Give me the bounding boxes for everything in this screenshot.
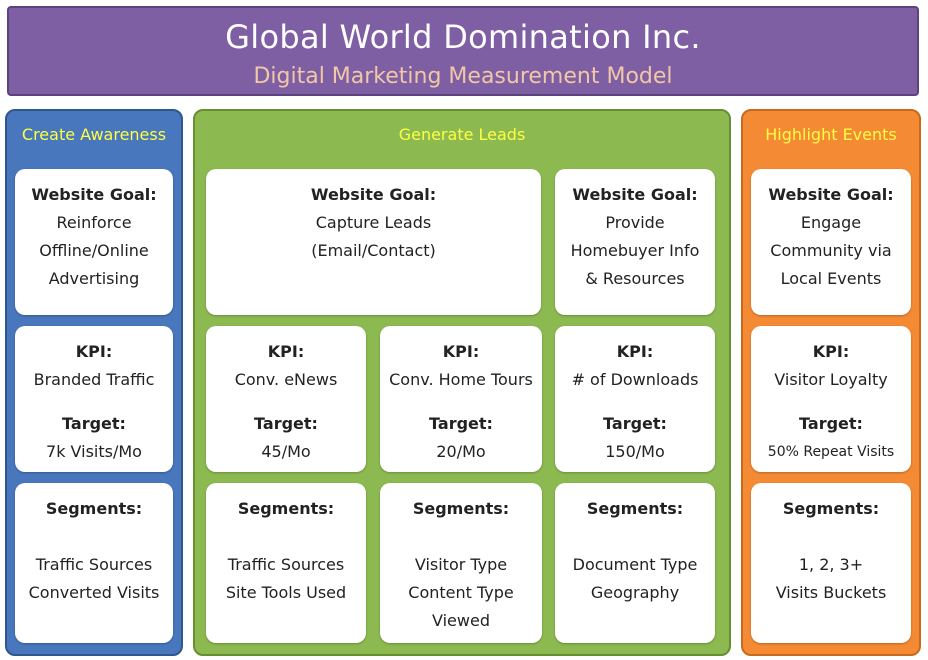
- column-title: Create Awareness: [21, 125, 167, 144]
- card-label: KPI:: [267, 342, 305, 361]
- card-label: Segments:: [45, 499, 143, 518]
- kpi-card: KPI: Conv. Home Tours Target: 20/Mo: [380, 326, 542, 472]
- target-label: Target:: [254, 414, 318, 433]
- card-label: KPI:: [812, 342, 850, 361]
- page-subtitle: Digital Marketing Measurement Model: [253, 64, 673, 89]
- target-value: 150/Mo: [605, 442, 665, 461]
- website-goal-card: Website Goal: Provide Homebuyer Info & R…: [555, 169, 715, 315]
- website-goal-card: Website Goal: Capture Leads (Email/Conta…: [206, 169, 541, 315]
- card-label: Website Goal:: [572, 185, 698, 204]
- card-line: Visits Buckets: [775, 583, 887, 602]
- card-line: Viewed: [432, 611, 490, 630]
- segments-card: Segments: 1, 2, 3+ Visits Buckets: [751, 483, 911, 643]
- card-line: Content Type: [408, 583, 514, 602]
- segments-card: Segments: Traffic Sources Converted Visi…: [15, 483, 173, 643]
- card-line: Advertising: [48, 269, 140, 288]
- segments-card: Segments: Visitor Type Content Type View…: [380, 483, 542, 643]
- target-value: 20/Mo: [436, 442, 486, 461]
- card-line: Local Events: [780, 269, 882, 288]
- card-label: Segments:: [586, 499, 684, 518]
- kpi-value: Conv. eNews: [234, 370, 338, 389]
- card-label: Segments:: [782, 499, 880, 518]
- card-line: Homebuyer Info: [570, 241, 700, 260]
- kpi-card: KPI: Visitor Loyalty Target: 50% Repeat …: [751, 326, 911, 472]
- column-title: Highlight Events: [765, 125, 897, 144]
- kpi-card: KPI: Conv. eNews Target: 45/Mo: [206, 326, 366, 472]
- column-highlight-events: Highlight Events Website Goal: Engage Co…: [741, 109, 921, 656]
- segments-card: Segments: Document Type Geography: [555, 483, 715, 643]
- kpi-value: Conv. Home Tours: [389, 370, 533, 389]
- card-line: Traffic Sources: [35, 555, 153, 574]
- kpi-value: Visitor Loyalty: [774, 370, 888, 389]
- column-generate-leads: Generate Leads Website Goal: Capture Lea…: [193, 109, 731, 656]
- column-title: Generate Leads: [398, 125, 526, 144]
- card-line: Traffic Sources: [227, 555, 345, 574]
- card-line: 1, 2, 3+: [798, 555, 864, 574]
- card-label: KPI:: [442, 342, 480, 361]
- card-line: Offline/Online: [39, 241, 149, 260]
- segments-card: Segments: Traffic Sources Site Tools Use…: [206, 483, 366, 643]
- card-label: Website Goal:: [768, 185, 894, 204]
- card-line: Converted Visits: [28, 583, 160, 602]
- card-label: Segments:: [237, 499, 335, 518]
- card-label: Website Goal:: [31, 185, 157, 204]
- card-label: Website Goal:: [310, 185, 437, 204]
- card-line: & Resources: [585, 269, 685, 288]
- card-line: Site Tools Used: [225, 583, 347, 602]
- card-line: Provide: [605, 213, 665, 232]
- kpi-card: KPI: # of Downloads Target: 150/Mo: [555, 326, 715, 472]
- card-line: Engage: [800, 213, 862, 232]
- website-goal-card: Website Goal: Reinforce Offline/Online A…: [15, 169, 173, 315]
- target-value: 7k Visits/Mo: [46, 442, 142, 461]
- target-value: 50% Repeat Visits: [767, 444, 895, 460]
- target-label: Target:: [62, 414, 126, 433]
- card-line: Reinforce: [56, 213, 132, 232]
- card-line: (Email/Contact): [311, 241, 436, 260]
- page-title: Global World Domination Inc.: [225, 18, 701, 56]
- kpi-value: Branded Traffic: [33, 370, 155, 389]
- card-line: Visitor Type: [414, 555, 508, 574]
- header-banner: Global World Domination Inc. Digital Mar…: [7, 6, 919, 96]
- target-label: Target:: [603, 414, 667, 433]
- website-goal-card: Website Goal: Engage Community via Local…: [751, 169, 911, 315]
- column-create-awareness: Create Awareness Website Goal: Reinforce…: [5, 109, 183, 656]
- kpi-value: # of Downloads: [571, 370, 699, 389]
- target-label: Target:: [429, 414, 493, 433]
- card-line: Community via: [770, 241, 892, 260]
- card-label: KPI:: [616, 342, 654, 361]
- card-line: Capture Leads: [315, 213, 432, 232]
- card-line: Document Type: [572, 555, 698, 574]
- card-label: Segments:: [412, 499, 510, 518]
- card-label: KPI:: [75, 342, 113, 361]
- target-label: Target:: [799, 414, 863, 433]
- kpi-card: KPI: Branded Traffic Target: 7k Visits/M…: [15, 326, 173, 472]
- card-line: Geography: [590, 583, 680, 602]
- target-value: 45/Mo: [261, 442, 311, 461]
